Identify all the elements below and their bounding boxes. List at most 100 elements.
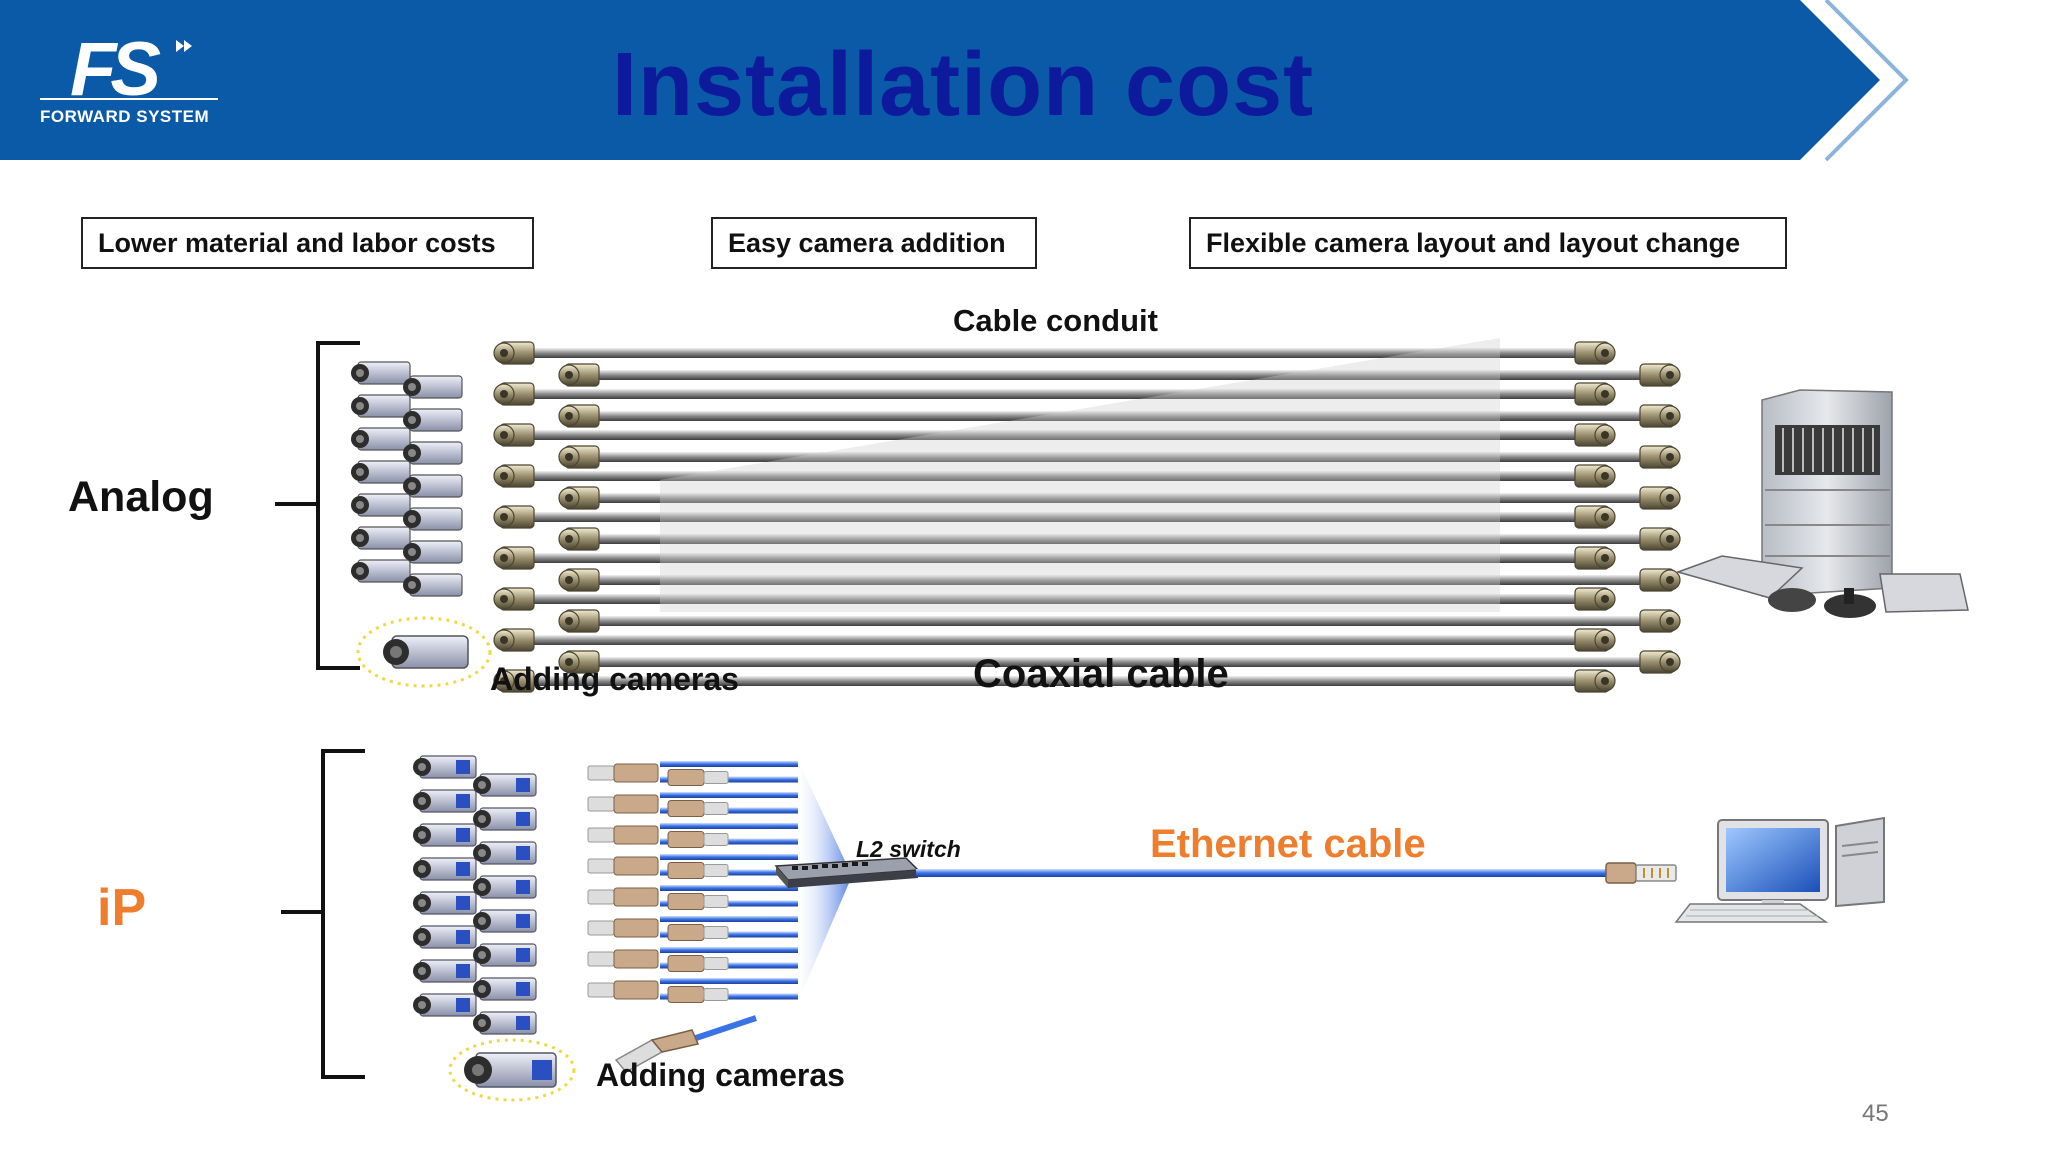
analog-camera-icon xyxy=(403,441,463,465)
patch-cable xyxy=(587,885,798,907)
bnc-connector-icon xyxy=(493,423,535,447)
ip-camera-icon xyxy=(473,773,537,797)
bnc-connector-icon xyxy=(1639,609,1681,633)
bnc-connector-icon xyxy=(1639,486,1681,510)
ip-added-cable-icon xyxy=(614,1015,757,1073)
bnc-connector-icon xyxy=(493,464,535,488)
page-number: 45 xyxy=(1862,1100,1889,1127)
bnc-connector-icon xyxy=(558,527,600,551)
analog-camera-group xyxy=(351,361,463,597)
ip-camera-icon xyxy=(473,943,537,967)
l2-switch-icon xyxy=(774,857,920,888)
coaxial-cable-group xyxy=(493,341,1681,693)
patch-cable xyxy=(587,947,798,969)
analog-bracket xyxy=(275,341,360,670)
bnc-connector-icon xyxy=(493,546,535,570)
coaxial-cable xyxy=(493,669,1616,693)
ip-camera-icon xyxy=(473,909,537,933)
analog-camera-icon xyxy=(403,375,463,399)
analog-camera-icon xyxy=(403,540,463,564)
analog-camera-icon xyxy=(403,474,463,498)
ip-camera-icon xyxy=(473,875,537,899)
analog-camera-icon xyxy=(351,394,411,418)
bnc-connector-icon xyxy=(1639,568,1681,592)
benefit-box-easy-addition: Easy camera addition xyxy=(711,217,1037,269)
patch-cable xyxy=(587,978,798,1000)
coaxial-cable xyxy=(558,568,1681,592)
ethernet-uplink-cable xyxy=(916,862,1677,884)
bnc-connector-icon xyxy=(1574,505,1616,529)
patch-cable xyxy=(660,800,798,817)
analog-camera-icon xyxy=(351,526,411,550)
coaxial-cable xyxy=(558,363,1681,387)
ip-camera-icon xyxy=(413,959,477,983)
header-banner xyxy=(0,0,1909,163)
bnc-connector-icon xyxy=(1639,527,1681,551)
patch-cable xyxy=(660,924,798,941)
bnc-connector-icon xyxy=(558,486,600,510)
bnc-connector-icon xyxy=(1639,363,1681,387)
bnc-connector-icon xyxy=(1574,423,1616,447)
bnc-connector-icon xyxy=(558,650,600,674)
analog-section-label: Analog xyxy=(68,473,214,521)
ip-camera-icon xyxy=(413,823,477,847)
coaxial-cable xyxy=(493,464,1616,488)
ip-camera-icon xyxy=(413,891,477,915)
patch-cable xyxy=(660,986,798,1003)
analog-adding-cameras-label: Adding cameras xyxy=(490,661,739,697)
coaxial-cable xyxy=(493,546,1616,570)
analog-camera-icon xyxy=(351,493,411,517)
analog-camera-icon xyxy=(403,408,463,432)
ip-camera-icon xyxy=(473,977,537,1001)
coaxial-cable xyxy=(493,382,1616,406)
coaxial-cable xyxy=(493,423,1616,447)
ip-bracket xyxy=(281,749,365,1079)
bnc-connector-icon xyxy=(1639,445,1681,469)
bnc-connector-icon xyxy=(1574,587,1616,611)
coaxial-cable xyxy=(558,404,1681,428)
ip-section-label: iP xyxy=(97,879,147,937)
company-logo: FS xyxy=(70,27,161,112)
patch-cable xyxy=(660,769,798,786)
analog-added-camera-icon xyxy=(356,616,492,688)
patch-cable xyxy=(660,955,798,972)
coaxial-cable xyxy=(558,486,1681,510)
coaxial-cable-label: Coaxial cable xyxy=(973,652,1229,696)
patch-cable xyxy=(587,761,798,783)
bnc-connector-icon xyxy=(493,505,535,529)
desktop-computer-icon xyxy=(1674,816,1885,923)
ethernet-cable-label: Ethernet cable xyxy=(1150,822,1426,866)
coaxial-cable xyxy=(558,609,1681,633)
patch-cable xyxy=(587,854,798,876)
coaxial-cable xyxy=(493,628,1616,652)
coaxial-cable xyxy=(493,587,1616,611)
bnc-connector-icon xyxy=(493,628,535,652)
ip-camera-icon xyxy=(473,841,537,865)
coaxial-cable xyxy=(558,650,1681,674)
analog-camera-icon xyxy=(351,559,411,583)
ip-adding-cameras-label: Adding cameras xyxy=(596,1057,845,1093)
coaxial-cable xyxy=(493,341,1616,365)
bnc-connector-icon xyxy=(1574,464,1616,488)
bnc-connector-icon xyxy=(493,587,535,611)
patch-cable xyxy=(587,916,798,938)
patch-cable xyxy=(660,831,798,848)
bnc-connector-icon xyxy=(493,382,535,406)
bnc-connector-icon xyxy=(1574,546,1616,570)
ip-camera-icon xyxy=(413,857,477,881)
ip-camera-icon xyxy=(413,755,477,779)
ip-camera-icon xyxy=(413,789,477,813)
patch-cable xyxy=(587,823,798,845)
patch-cable xyxy=(660,862,798,879)
analog-camera-icon xyxy=(403,507,463,531)
bnc-connector-icon xyxy=(1639,650,1681,674)
coaxial-cable xyxy=(558,527,1681,551)
analog-camera-icon xyxy=(351,427,411,451)
benefit-box-flexible-layout: Flexible camera layout and layout change xyxy=(1189,217,1787,269)
ip-added-camera-icon xyxy=(448,1038,576,1102)
bnc-connector-icon xyxy=(1574,341,1616,365)
bnc-connector-icon xyxy=(493,341,535,365)
cable-conduit-label: Cable conduit xyxy=(953,303,1158,338)
ip-camera-icon xyxy=(473,1011,537,1035)
